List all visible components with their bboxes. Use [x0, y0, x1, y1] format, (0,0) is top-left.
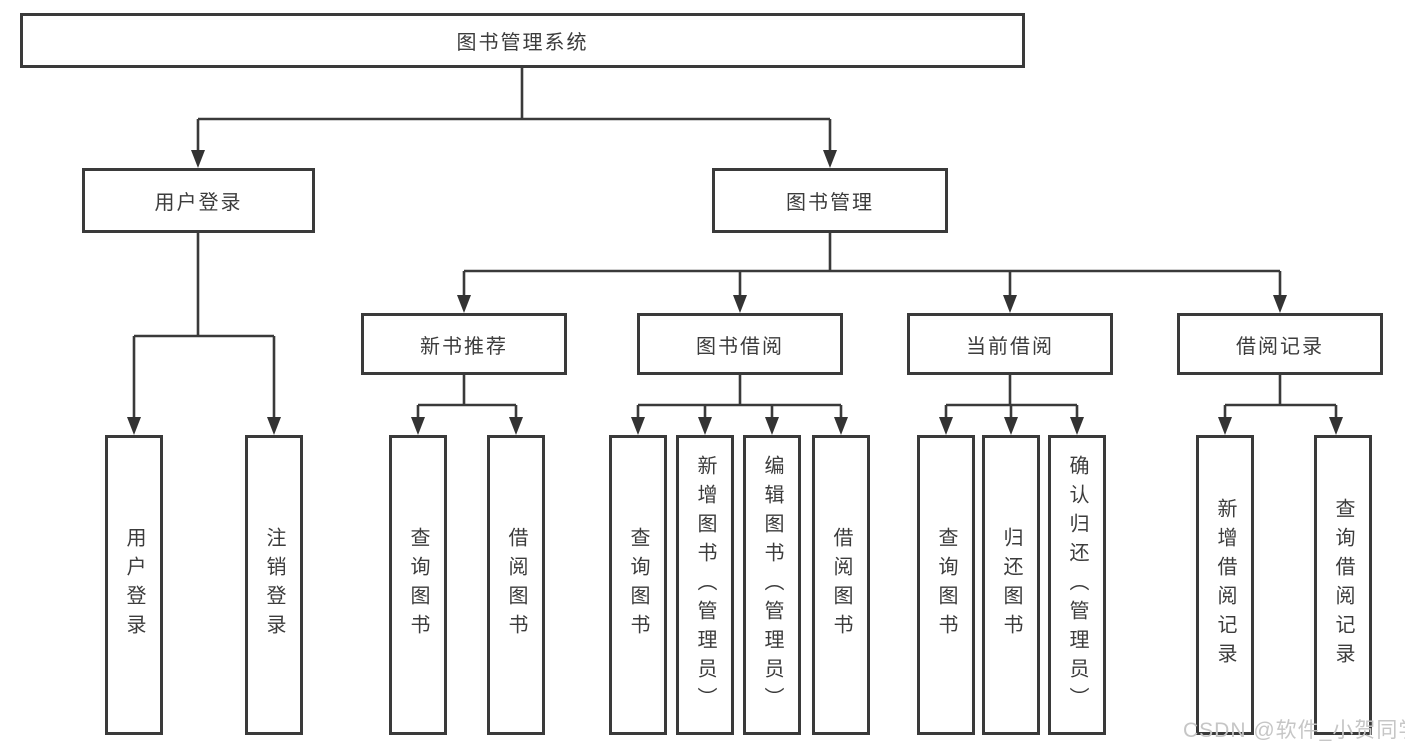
- node-current-borrow-label: 当前借阅: [966, 335, 1054, 358]
- node-borrow-records-label: 借阅记录: [1236, 335, 1324, 358]
- leaf-borrow-books: 借阅图书: [812, 435, 870, 735]
- leaf-borrow-books-label: 借阅图书: [830, 527, 852, 643]
- leaf-confirm-return-admin-label: 确认归还（管理员）: [1066, 454, 1088, 716]
- leaf-logout-label: 注销登录: [263, 527, 285, 643]
- leaf-query-books-current: 查询图书: [917, 435, 975, 735]
- node-root-label: 图书管理系统: [456, 32, 589, 54]
- leaf-edit-books-admin-label: 编辑图书（管理员）: [761, 454, 783, 716]
- leaf-query-books-current-label: 查询图书: [935, 527, 957, 643]
- csdn-watermark: CSDN @软件_小贺同学: [1183, 719, 1405, 742]
- leaf-user-login: 用户登录: [105, 435, 163, 735]
- leaf-user-login-label: 用户登录: [123, 527, 145, 643]
- leaf-query-books-borrow-label: 查询图书: [627, 527, 649, 643]
- leaf-query-books-recommend-label: 查询图书: [407, 527, 429, 643]
- node-new-book-recommend: 新书推荐: [361, 313, 567, 375]
- node-book-management: 图书管理: [712, 168, 948, 233]
- leaf-borrow-books-recommend: 借阅图书: [487, 435, 545, 735]
- leaf-edit-books-admin: 编辑图书（管理员）: [743, 435, 801, 735]
- node-user-login: 用户登录: [82, 168, 315, 233]
- leaf-add-books-admin: 新增图书（管理员）: [676, 435, 734, 735]
- leaf-query-books-recommend: 查询图书: [389, 435, 447, 735]
- node-root: 图书管理系统: [20, 13, 1025, 68]
- leaf-add-borrow-record: 新增借阅记录: [1196, 435, 1254, 735]
- leaf-return-books: 归还图书: [982, 435, 1040, 735]
- leaf-return-books-label: 归还图书: [1000, 527, 1022, 643]
- leaf-add-borrow-record-label: 新增借阅记录: [1214, 498, 1236, 672]
- node-book-management-label: 图书管理: [786, 192, 874, 214]
- leaf-add-books-admin-label: 新增图书（管理员）: [694, 454, 716, 716]
- node-current-borrow: 当前借阅: [907, 313, 1113, 375]
- leaf-logout: 注销登录: [245, 435, 303, 735]
- leaf-query-books-borrow: 查询图书: [609, 435, 667, 735]
- node-new-book-recommend-label: 新书推荐: [420, 335, 508, 358]
- node-book-borrow-label: 图书借阅: [696, 335, 784, 358]
- node-book-borrow: 图书借阅: [637, 313, 843, 375]
- node-user-login-label: 用户登录: [154, 192, 243, 214]
- node-borrow-records: 借阅记录: [1177, 313, 1383, 375]
- leaf-confirm-return-admin: 确认归还（管理员）: [1048, 435, 1106, 735]
- leaf-query-borrow-record-label: 查询借阅记录: [1332, 498, 1354, 672]
- leaf-borrow-books-recommend-label: 借阅图书: [505, 527, 527, 643]
- leaf-query-borrow-record: 查询借阅记录: [1314, 435, 1372, 735]
